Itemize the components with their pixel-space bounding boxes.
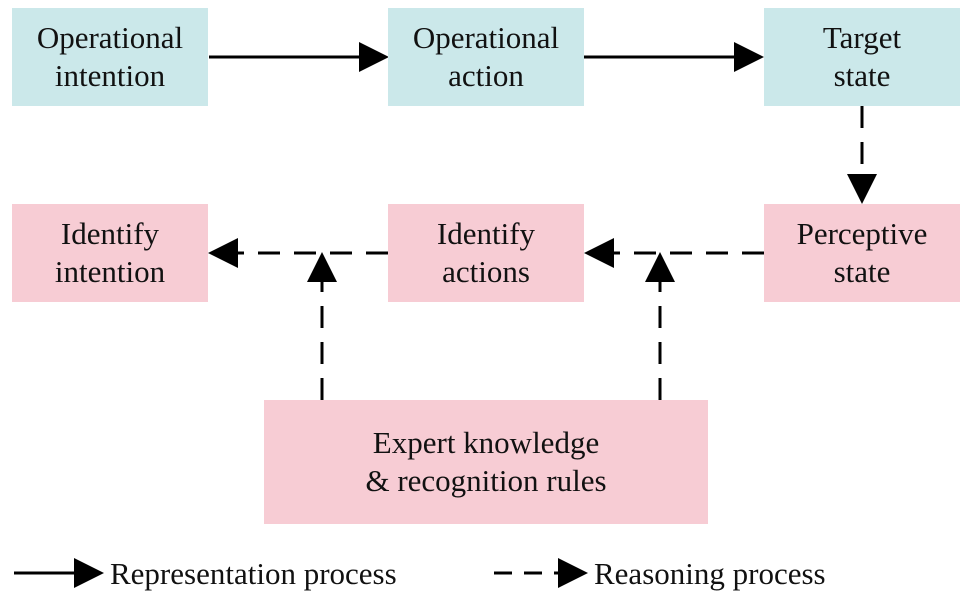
box-text-line: Target [822,20,902,56]
box-text-line: Perceptive [796,216,928,252]
box-text-line: state [833,58,891,93]
box-text-line: Identify [60,216,160,252]
box-text-line: Identify [436,216,536,252]
legend-solid-label: Representation process [110,556,397,591]
box-text-line: Operational [412,20,560,56]
box-text-line: actions [442,254,530,289]
box-expert-knowledge: Expert knowledge & recognition rules [264,400,708,524]
box-operational-intention: Operational intention [12,8,208,106]
box-perceptive-state: Perceptive state [764,204,960,302]
box-identify-intention: Identify intention [12,204,208,302]
box-text-line: Operational [36,20,184,56]
box-operational-action: Operational action [388,8,584,106]
legend-dashed-label: Reasoning process [594,556,826,591]
box-identify-actions: Identify actions [388,204,584,302]
box-text-line: Expert knowledge [372,425,600,461]
box-target-state: Target state [764,8,960,106]
box-text-line: & recognition rules [365,463,607,498]
box-text-line: action [448,58,524,93]
box-text-line: state [833,254,891,289]
box-text-line: intention [54,58,166,93]
box-text-line: intention [54,254,166,289]
